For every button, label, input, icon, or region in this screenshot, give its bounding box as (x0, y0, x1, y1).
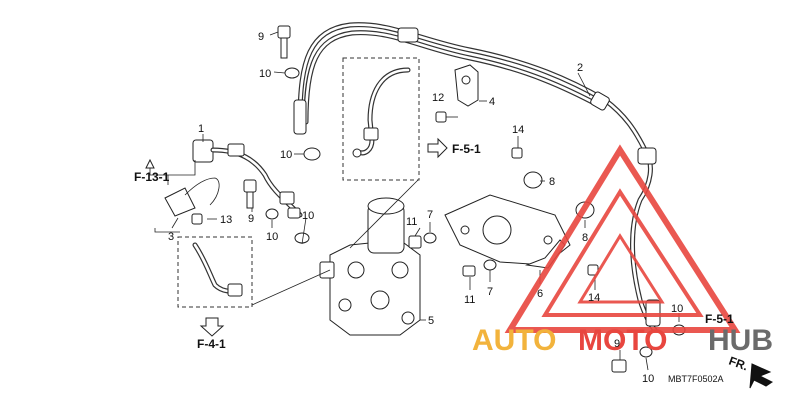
callout-7-top: 7 (427, 209, 433, 221)
modulator-5 (319, 197, 421, 336)
detail-box-bottom (177, 236, 253, 308)
callout-1: 1 (198, 123, 204, 135)
ref-f5-1-bottom: F-5-1 (705, 312, 734, 326)
mount-bracket (444, 194, 571, 266)
washer-10-top (284, 67, 300, 79)
callout-11-bottom: 11 (464, 294, 475, 306)
callout-10-bottom-a: 10 (642, 373, 654, 385)
collar-7 (423, 232, 497, 271)
bolt-11-bottom (462, 265, 476, 277)
callout-10-mid: 10 (280, 149, 292, 161)
callout-14-top: 14 (512, 124, 524, 136)
watermark-logo (504, 144, 741, 333)
bolt-9-top (277, 25, 291, 59)
bolt-13 (191, 213, 203, 225)
callout-5: 5 (428, 315, 434, 327)
callout-7-bottom: 7 (487, 286, 493, 298)
watermark-moto: MOTO (578, 324, 667, 357)
callout-11-top: 11 (406, 216, 417, 228)
watermark-hub: HUB (708, 324, 773, 357)
callout-labels: 9 10 10 1 2 12 4 14 8 8 7 11 7 11 6 14 5… (168, 31, 683, 385)
bolt-12 (435, 111, 458, 123)
ref-arrow-f131 (145, 158, 155, 169)
callout-9-left: 9 (248, 213, 254, 225)
callout-2: 2 (577, 62, 583, 74)
washer-10-left (265, 208, 310, 244)
callout-14-bottom: 14 (588, 292, 600, 304)
callout-4: 4 (489, 96, 495, 108)
callout-8-top: 8 (549, 176, 555, 188)
callout-9-bottom: 9 (614, 338, 620, 350)
watermark-auto: AUTO (472, 324, 556, 357)
bolt-14-top (511, 147, 523, 159)
diagram-code: MBT7F0502A (668, 374, 724, 384)
front-arrow (749, 363, 773, 389)
callout-12: 12 (432, 92, 444, 104)
ref-f5-1-top: F-5-1 (452, 142, 481, 156)
ref-front: FR. (727, 354, 750, 374)
callout-8-mid: 8 (582, 232, 588, 244)
ref-f13-1: F-13-1 (134, 170, 170, 184)
washer-10-mid (303, 147, 321, 161)
bolt-11-top (408, 235, 422, 249)
callout-10-left-b: 10 (302, 210, 314, 222)
callout-6: 6 (537, 288, 543, 300)
brake-hose-2 (293, 22, 661, 333)
clamp-4 (454, 64, 479, 107)
callout-9-top: 9 (258, 31, 264, 43)
callout-10-left-a: 10 (266, 231, 278, 243)
callout-10-top: 10 (259, 68, 271, 80)
detail-box-top (342, 57, 420, 181)
ref-arrow-f41 (199, 317, 225, 337)
ref-arrow-f51a (427, 137, 448, 159)
detail-hose-bottom (192, 242, 243, 297)
callout-10-bottom-b: 10 (671, 303, 683, 315)
ref-f4-1: F-4-1 (197, 337, 226, 351)
pipe-1 (192, 139, 303, 219)
grommet-8-top (523, 171, 543, 189)
bracket-3 (164, 177, 220, 217)
bolt-9-left (243, 179, 257, 209)
callout-3: 3 (168, 231, 174, 243)
detail-hose (352, 67, 411, 158)
bolt-9-bottom (611, 359, 627, 373)
reference-labels: F-13-1 F-5-1 F-4-1 F-5-1 FR. MBT7F0502A (134, 142, 750, 384)
callout-13: 13 (220, 214, 232, 226)
